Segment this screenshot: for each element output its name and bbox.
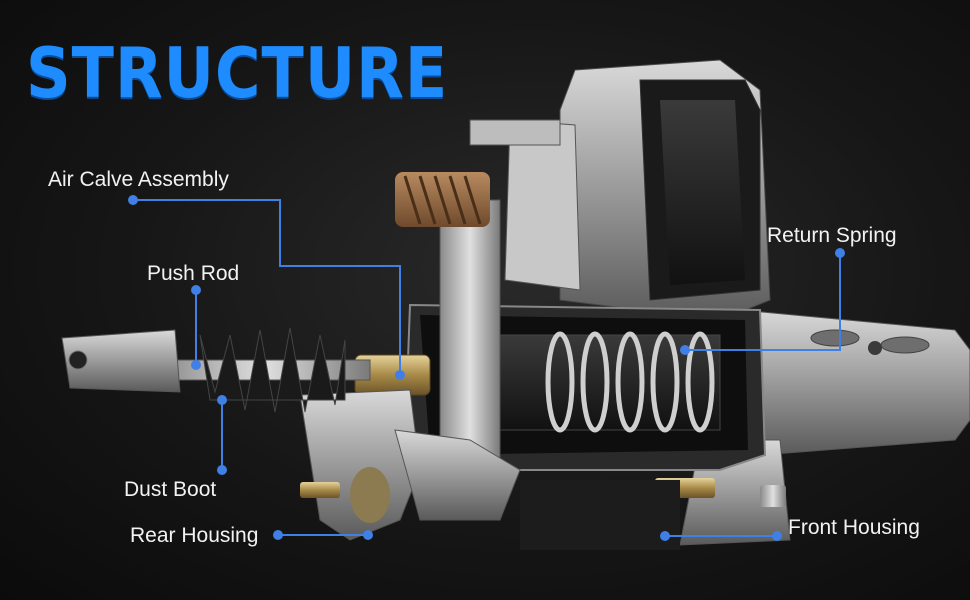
- return-spring-dot: [835, 248, 845, 258]
- label-air-valve-assembly: Air Calve Assembly: [48, 168, 229, 191]
- label-front-housing: Front Housing: [788, 516, 920, 539]
- label-push-rod: Push Rod: [147, 262, 240, 285]
- rear-housing-part: [299, 389, 521, 541]
- push-rod-dot: [191, 285, 201, 295]
- worm-gear-part: [395, 172, 490, 227]
- air-valve-leader: [133, 199, 401, 375]
- rear-housing-end-dot: [363, 530, 373, 540]
- label-rear-housing: Rear Housing: [130, 524, 259, 547]
- label-dust-boot: Dust Boot: [124, 478, 217, 501]
- air-valve-end-dot: [395, 370, 405, 380]
- air-valve-dot: [128, 195, 138, 205]
- dust-boot-dot: [217, 465, 227, 475]
- return-spring-end-dot: [680, 345, 690, 355]
- return-spring-leader: [685, 253, 841, 351]
- leader-dots: [128, 195, 845, 541]
- front-housing-dot: [772, 531, 782, 541]
- motor-assembly-part: [469, 59, 771, 321]
- front-housing-end-dot: [660, 531, 670, 541]
- label-return-spring: Return Spring: [767, 224, 897, 247]
- leader-lines: [133, 199, 841, 537]
- dust-boot-part: [199, 327, 346, 413]
- rear-housing-dot: [273, 530, 283, 540]
- push-rod-end-dot: [191, 360, 201, 370]
- dust-boot-end-dot: [217, 395, 227, 405]
- return-spring-part: [545, 331, 715, 433]
- diagram-title: STRUCTURE: [26, 32, 449, 114]
